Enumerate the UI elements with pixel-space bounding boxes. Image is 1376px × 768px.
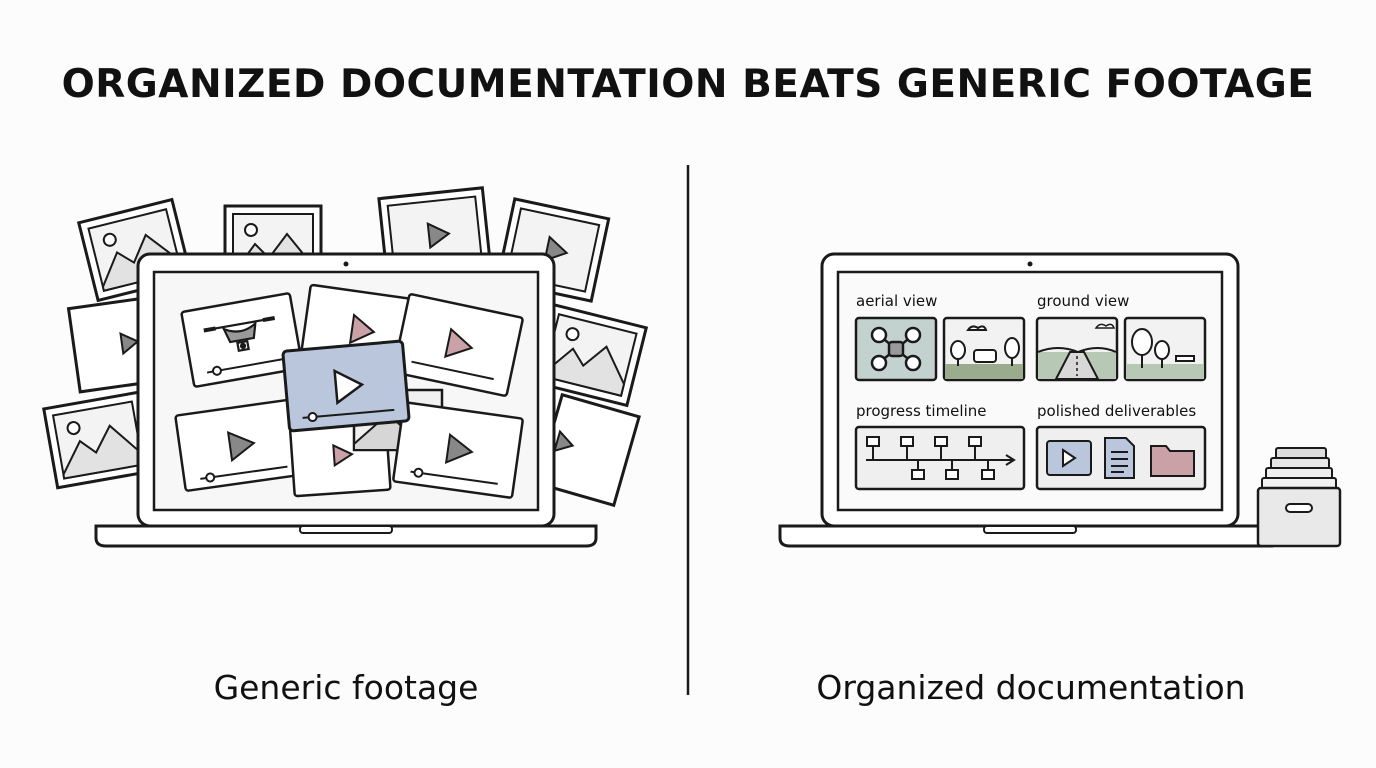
ground-trees-thumbnail [1123, 316, 1207, 382]
ground-road-thumbnail [1035, 316, 1119, 382]
caption-organized-documentation: Organized documentation [816, 668, 1246, 707]
jumbled-video-cards [174, 283, 524, 499]
page-title: ORGANIZED DOCUMENTATION BEATS GENERIC FO… [61, 62, 1315, 107]
folder-icon [1150, 445, 1195, 477]
section-label-ground: ground view [1037, 292, 1129, 310]
aerial-drone-thumbnail [854, 316, 938, 382]
file-drawer-icon [1256, 447, 1342, 548]
section-label-aerial: aerial view [856, 292, 937, 310]
caption-generic-footage: Generic footage [213, 668, 479, 707]
document-icon [1104, 437, 1135, 479]
deliverables-card [1035, 425, 1207, 491]
aerial-park-thumbnail [942, 316, 1026, 382]
right-laptop [778, 252, 1282, 548]
progress-timeline-card [854, 425, 1026, 491]
section-label-timeline: progress timeline [856, 402, 986, 420]
section-label-deliverables: polished deliverables [1037, 402, 1196, 420]
video-file-icon [1046, 440, 1092, 476]
featured-play-card [281, 339, 411, 433]
